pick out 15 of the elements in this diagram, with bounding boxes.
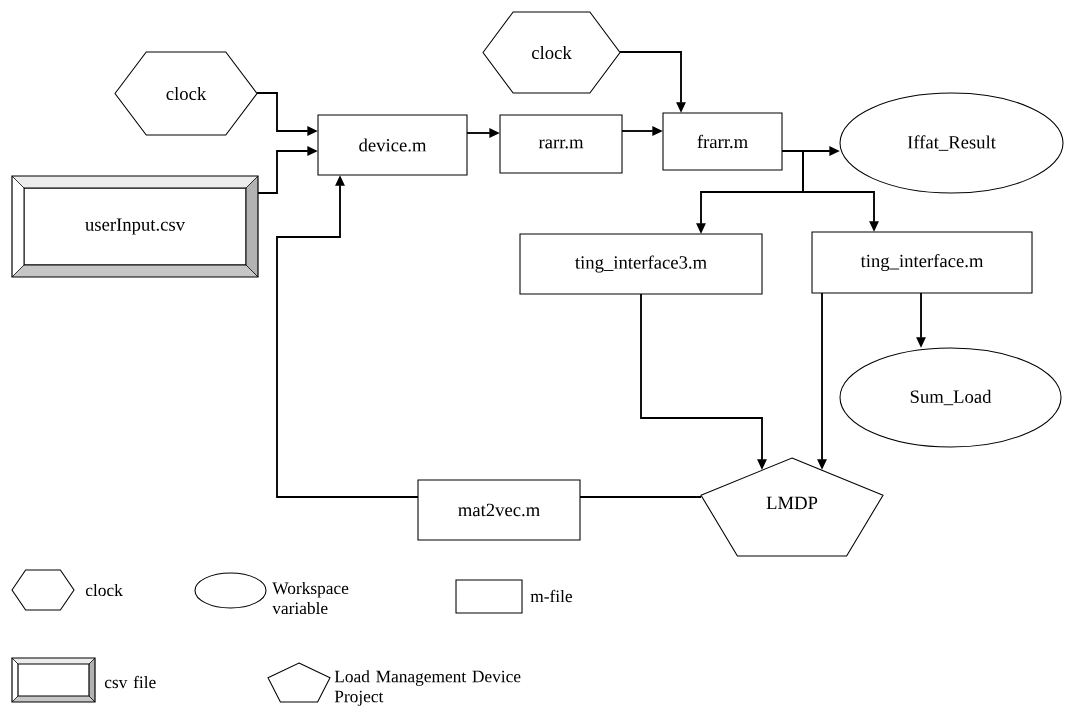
- legend-entry: Workspace variable: [194, 572, 349, 615]
- m-file-box: ting_interface3.m: [519, 233, 763, 295]
- m-file-box: mat2vec.m: [417, 479, 581, 541]
- csv-file-box: userInput.csv: [11, 175, 259, 278]
- m-file-box: device.m: [317, 114, 468, 176]
- m-file-box: ting_interface.m: [811, 231, 1033, 294]
- project-pentagon: LMDP: [700, 457, 884, 557]
- m-file-box: rarr.m: [499, 114, 623, 174]
- clock-hexagon: clock: [114, 51, 258, 136]
- m-file-box: frarr.m: [662, 112, 783, 171]
- legend-entry: clock: [11, 569, 123, 611]
- legend-entry: m-file: [455, 579, 573, 614]
- legend-entry: Load Management Device Project: [267, 662, 521, 706]
- legend-entry: csv file: [11, 657, 156, 703]
- clock-hexagon: clock: [482, 11, 621, 94]
